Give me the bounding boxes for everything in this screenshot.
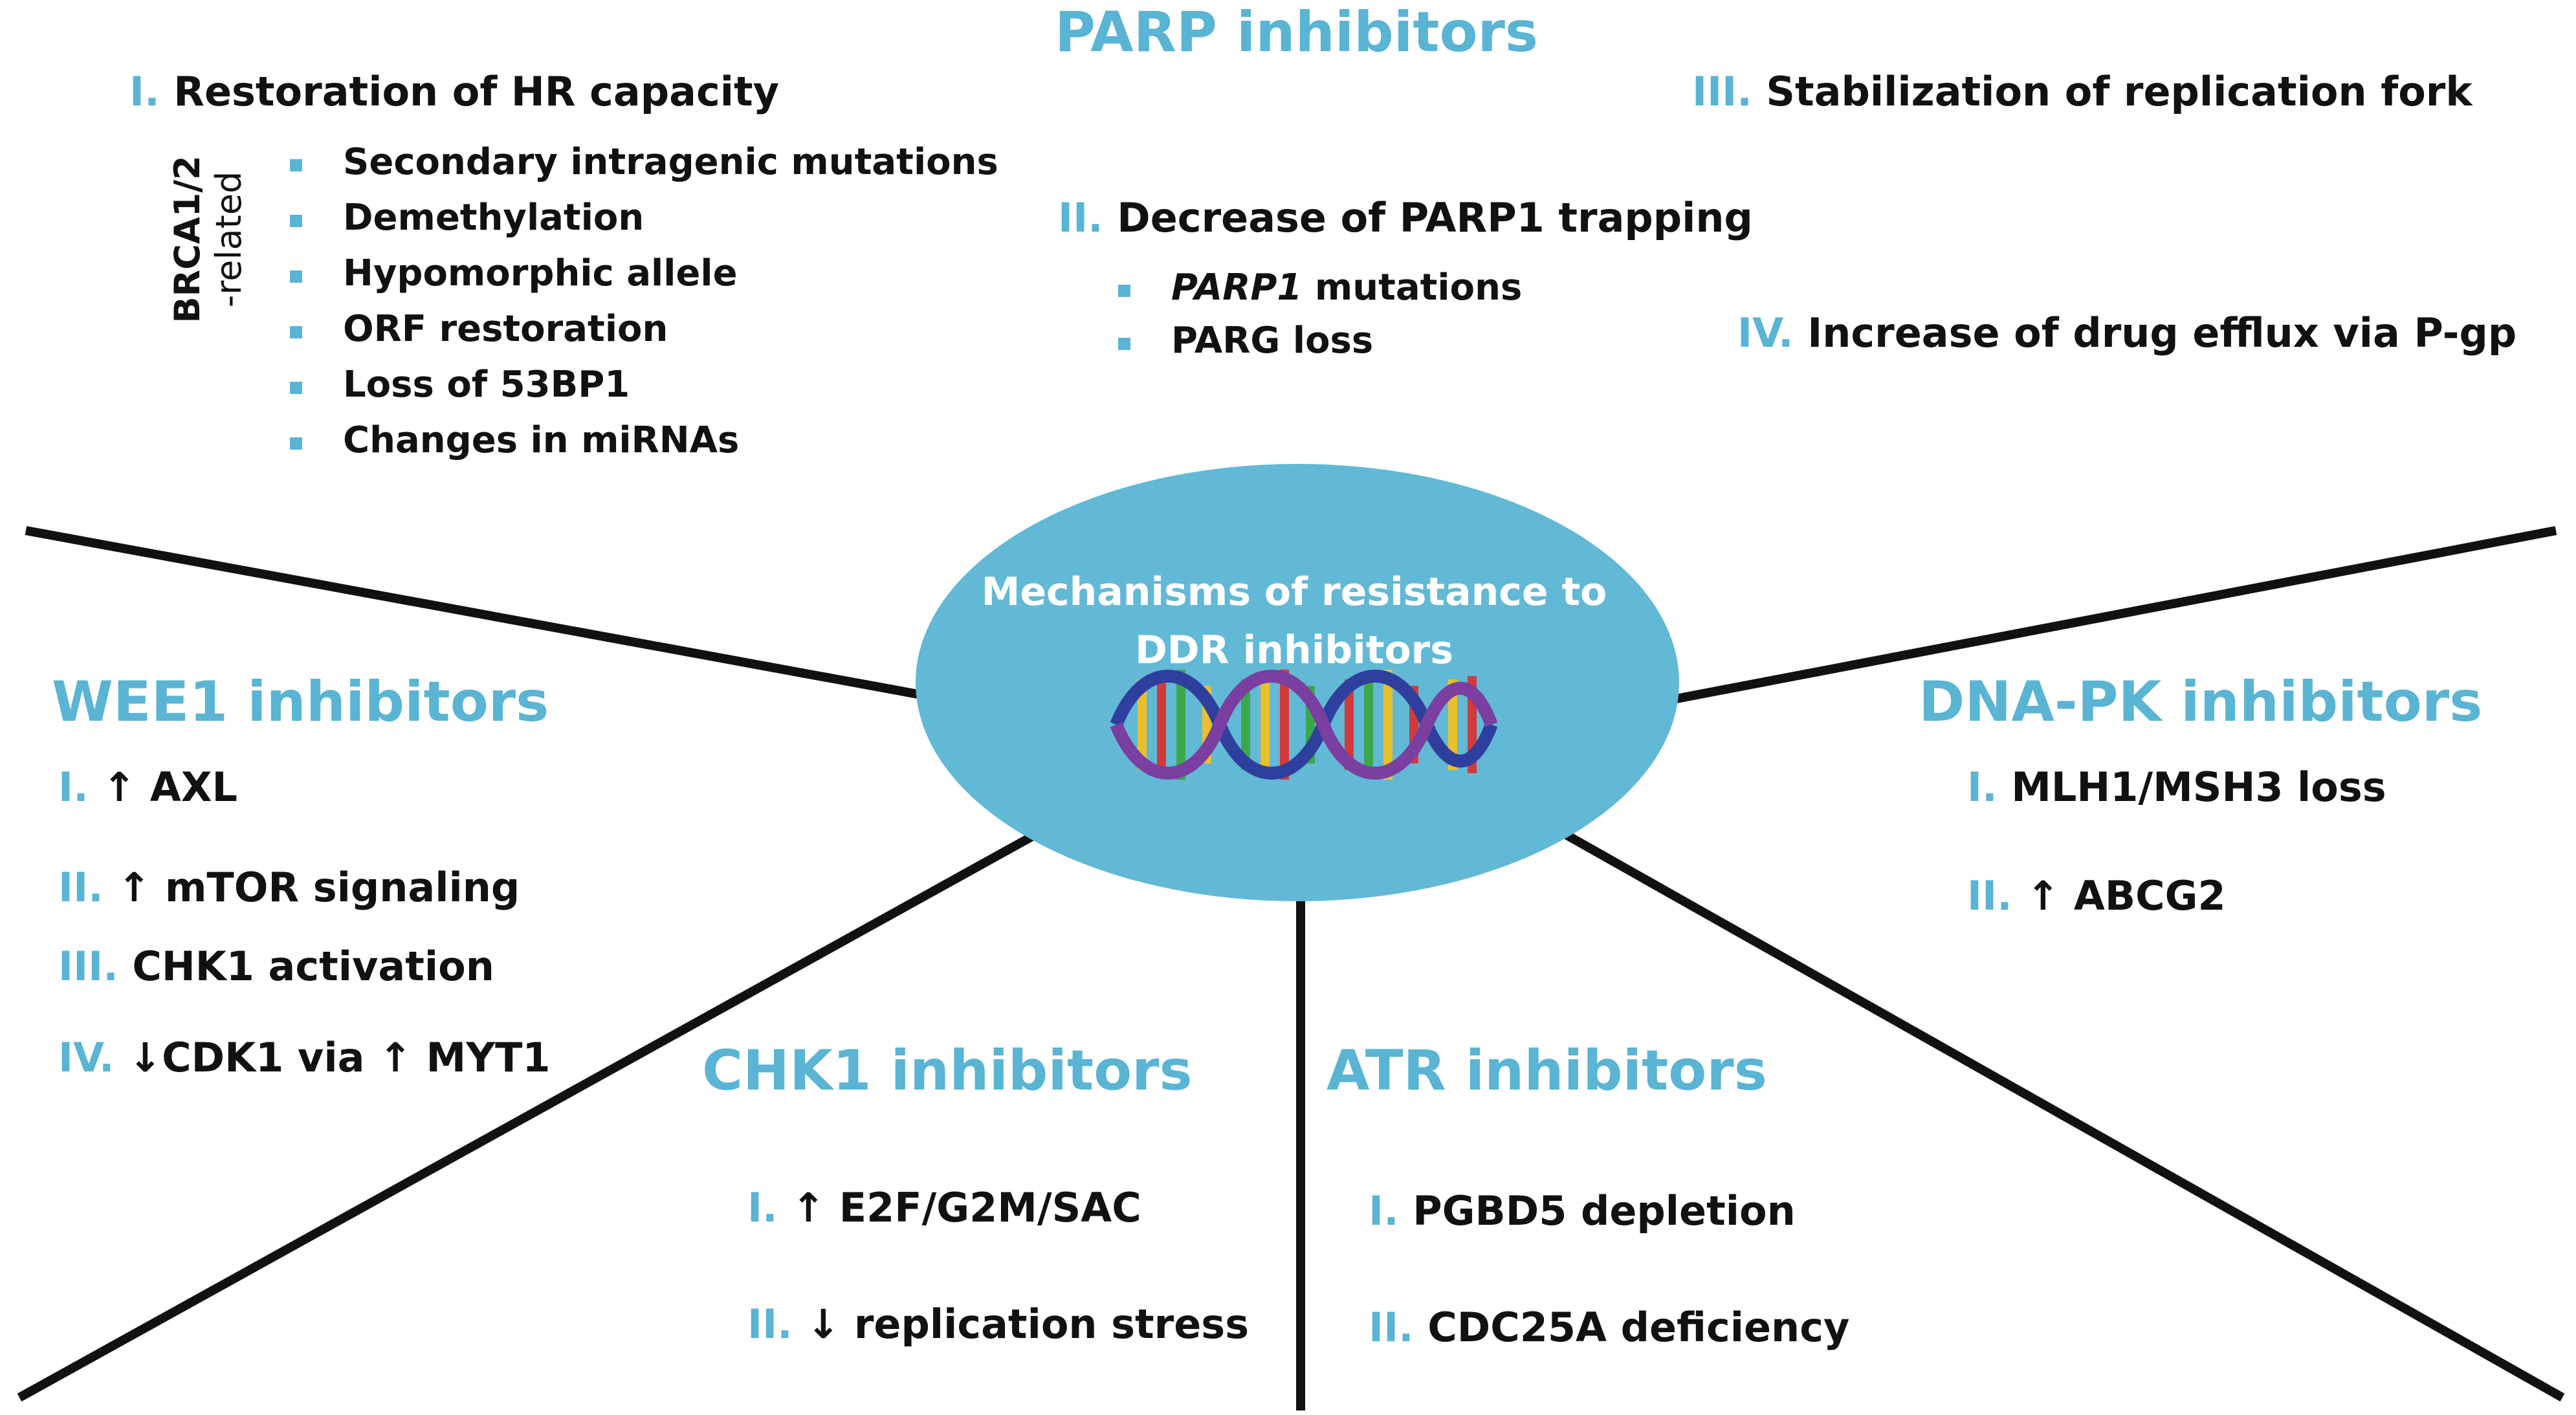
atr-mechanism-2: II. CDC25A deficiency: [1369, 1304, 1850, 1351]
parp-mechanism-4-text: Increase of drug efflux via P-gp: [1807, 309, 2517, 356]
parp-mechanism-2: II. Decrease of PARP1 trapping: [1058, 194, 1753, 241]
gene-name: PARP1: [1171, 267, 1303, 309]
center-title-line-2: DDR inhibitors: [1135, 628, 1453, 673]
dnapk-heading: DNA-PK inhibitors: [1919, 670, 2483, 734]
atr-mechanism-1: I. PGBD5 depletion: [1369, 1187, 1796, 1234]
brca-label-line-1: BRCA1/2: [167, 155, 208, 324]
parp-mechanism-1: I. Restoration of HR capacity: [129, 68, 779, 115]
list-item: PARG loss: [1171, 320, 1374, 362]
parp-mechanism-4-number: IV.: [1737, 309, 1794, 356]
divider-line-top-left: [25, 526, 927, 700]
atr-heading: ATR inhibitors: [1327, 1038, 1767, 1103]
divider-line-bottom-left: [17, 830, 1038, 1402]
parp-mechanism-2-text: Decrease of PARP1 trapping: [1117, 194, 1753, 241]
bullet-icon: [290, 326, 302, 338]
parp-mechanism-3-number: III.: [1692, 68, 1752, 115]
bullet-icon: [1118, 338, 1130, 350]
wee1-mechanism-2: II. ↑ mTOR signaling: [58, 864, 520, 911]
brca-related-label: BRCA1/2 -related: [167, 142, 250, 336]
bullet-icon: [290, 270, 302, 283]
chk1-mechanism-1: I. ↑ E2F/G2M/SAC: [747, 1184, 1141, 1231]
parp-mechanism-3-text: Stabilization of replication fork: [1766, 68, 2472, 115]
bullet-icon: [290, 215, 302, 227]
parp-mechanism-2-number: II.: [1058, 194, 1103, 241]
center-title: Mechanisms of resistance to DDR inhibito…: [906, 563, 1682, 679]
center-title-line-1: Mechanisms of resistance to: [981, 569, 1607, 615]
list-item: Demethylation: [343, 197, 644, 239]
bullet-icon: [1118, 285, 1130, 297]
parp-mechanism-3: III. Stabilization of replication fork: [1692, 68, 2472, 115]
list-item: ORF restoration: [343, 308, 668, 350]
parp-mechanism-1-number: I.: [129, 68, 160, 115]
parp-mechanism-1-text: Restoration of HR capacity: [173, 68, 780, 115]
wee1-mechanism-3: III. CHK1 activation: [58, 943, 494, 990]
brca-label-line-2: -related: [208, 171, 249, 308]
parp-heading: PARP inhibitors: [1055, 0, 1539, 65]
dnapk-mechanism-2: II. ↑ ABCG2: [1967, 872, 2226, 919]
divider-line-top-right: [1668, 526, 2557, 705]
list-item: PARP1 mutations: [1171, 267, 1523, 309]
parp-mechanism-4: IV. Increase of drug efflux via P-gp: [1737, 309, 2516, 356]
divider-line-bottom-right: [1563, 830, 2565, 1402]
dna-helix-icon: [1110, 670, 1498, 780]
list-item: Changes in miRNAs: [343, 419, 740, 461]
wee1-heading: WEE1 inhibitors: [52, 670, 549, 734]
chk1-heading: CHK1 inhibitors: [702, 1038, 1193, 1103]
wee1-mechanism-4: IV. ↓CDK1 via ↑ MYT1: [58, 1034, 551, 1081]
bullet-icon: [290, 382, 302, 394]
chk1-mechanism-2: II. ↓ replication stress: [747, 1300, 1249, 1348]
wee1-mechanism-1: I. ↑ AXL: [58, 763, 238, 811]
bullet-icon: [290, 437, 302, 450]
dnapk-mechanism-1: I. MLH1/MSH3 loss: [1967, 763, 2386, 811]
list-item: Secondary intragenic mutations: [343, 141, 998, 183]
list-item: Loss of 53BP1: [343, 364, 630, 406]
list-item: Hypomorphic allele: [343, 252, 738, 294]
bullet-icon: [290, 159, 302, 171]
